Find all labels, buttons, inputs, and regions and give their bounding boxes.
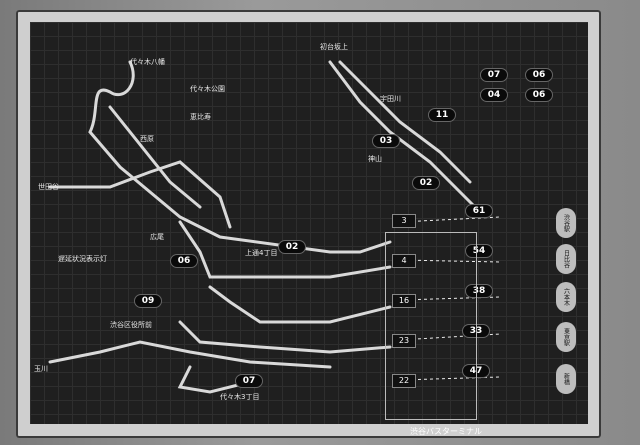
route-board: 代々木八幡 初台坂上 代々木公園 恵比寿 西原 世田谷 広尾 上通4丁目 神山 … xyxy=(30,22,588,436)
counter-digits: 11 xyxy=(428,108,456,122)
label-kamiyama: 神山 xyxy=(368,155,382,163)
counter-digits: 02 xyxy=(412,176,440,190)
counter-c1: 07 xyxy=(480,68,508,82)
label-udagawa: 宇田川 xyxy=(380,95,401,103)
counter-c13: 54 xyxy=(465,244,493,258)
counter-c10: 09 xyxy=(134,294,162,308)
route-button-3[interactable]: 六本木 xyxy=(556,282,576,312)
platform-23: 23 xyxy=(392,334,416,348)
route-lines-thin xyxy=(399,216,501,381)
route-button-2[interactable]: 日比谷 xyxy=(556,244,576,274)
counter-digits: 07 xyxy=(235,374,263,388)
counter-digits: 09 xyxy=(134,294,162,308)
counter-digits: 06 xyxy=(170,254,198,268)
platform-16: 16 xyxy=(392,294,416,308)
counter-digits: 02 xyxy=(278,240,306,254)
route-button-1[interactable]: 渋谷駅 xyxy=(556,208,576,238)
label-ebisu: 恵比寿 xyxy=(190,113,211,121)
counter-digits: 07 xyxy=(480,68,508,82)
label-yoyogi-hachiman: 代々木八幡 xyxy=(130,58,165,66)
label-kamiyamacho: 渋谷区役所前 xyxy=(110,321,152,329)
label-hiroo: 広尾 xyxy=(150,233,164,241)
platform-4: 4 xyxy=(392,254,416,268)
terminal-stand-frame xyxy=(385,232,477,420)
label-tamagawa: 玉川 xyxy=(34,365,48,373)
route-button-5[interactable]: 新橋 xyxy=(556,364,576,394)
counter-digits: 06 xyxy=(525,68,553,82)
platform-22: 22 xyxy=(392,374,416,388)
route-lines xyxy=(48,60,482,394)
label-nishihara: 西原 xyxy=(140,135,154,143)
counter-digits: 61 xyxy=(465,204,493,218)
counter-c11: 07 xyxy=(235,374,263,388)
counter-c3: 04 xyxy=(480,88,508,102)
counter-digits: 04 xyxy=(480,88,508,102)
label-yoyogi-3: 代々木3丁目 xyxy=(220,393,260,401)
counter-c9: 02 xyxy=(278,240,306,254)
label-dogenzaka-ue: 上通4丁目 xyxy=(245,249,278,257)
counter-digits: 38 xyxy=(465,284,493,298)
label-yoyogi-koen: 代々木公園 xyxy=(190,85,225,93)
counter-c2: 06 xyxy=(525,68,553,82)
platform-3: 3 xyxy=(392,214,416,228)
route-button-4[interactable]: 東京駅 xyxy=(556,322,576,352)
counter-c12: 61 xyxy=(465,204,493,218)
counter-c7: 02 xyxy=(412,176,440,190)
terminal-title: 渋谷バスターミナル xyxy=(410,427,482,436)
label-legend: 遅延状況表示灯 xyxy=(58,255,107,263)
counter-digits: 06 xyxy=(525,88,553,102)
label-fudosaka: 初台坂上 xyxy=(320,43,348,51)
label-setagaya: 世田谷 xyxy=(38,183,59,191)
counter-digits: 03 xyxy=(372,134,400,148)
counter-c4: 06 xyxy=(525,88,553,102)
counter-digits: 54 xyxy=(465,244,493,258)
counter-c5: 11 xyxy=(428,108,456,122)
counter-c6: 03 xyxy=(372,134,400,148)
counter-c14: 38 xyxy=(465,284,493,298)
counter-c8: 06 xyxy=(170,254,198,268)
